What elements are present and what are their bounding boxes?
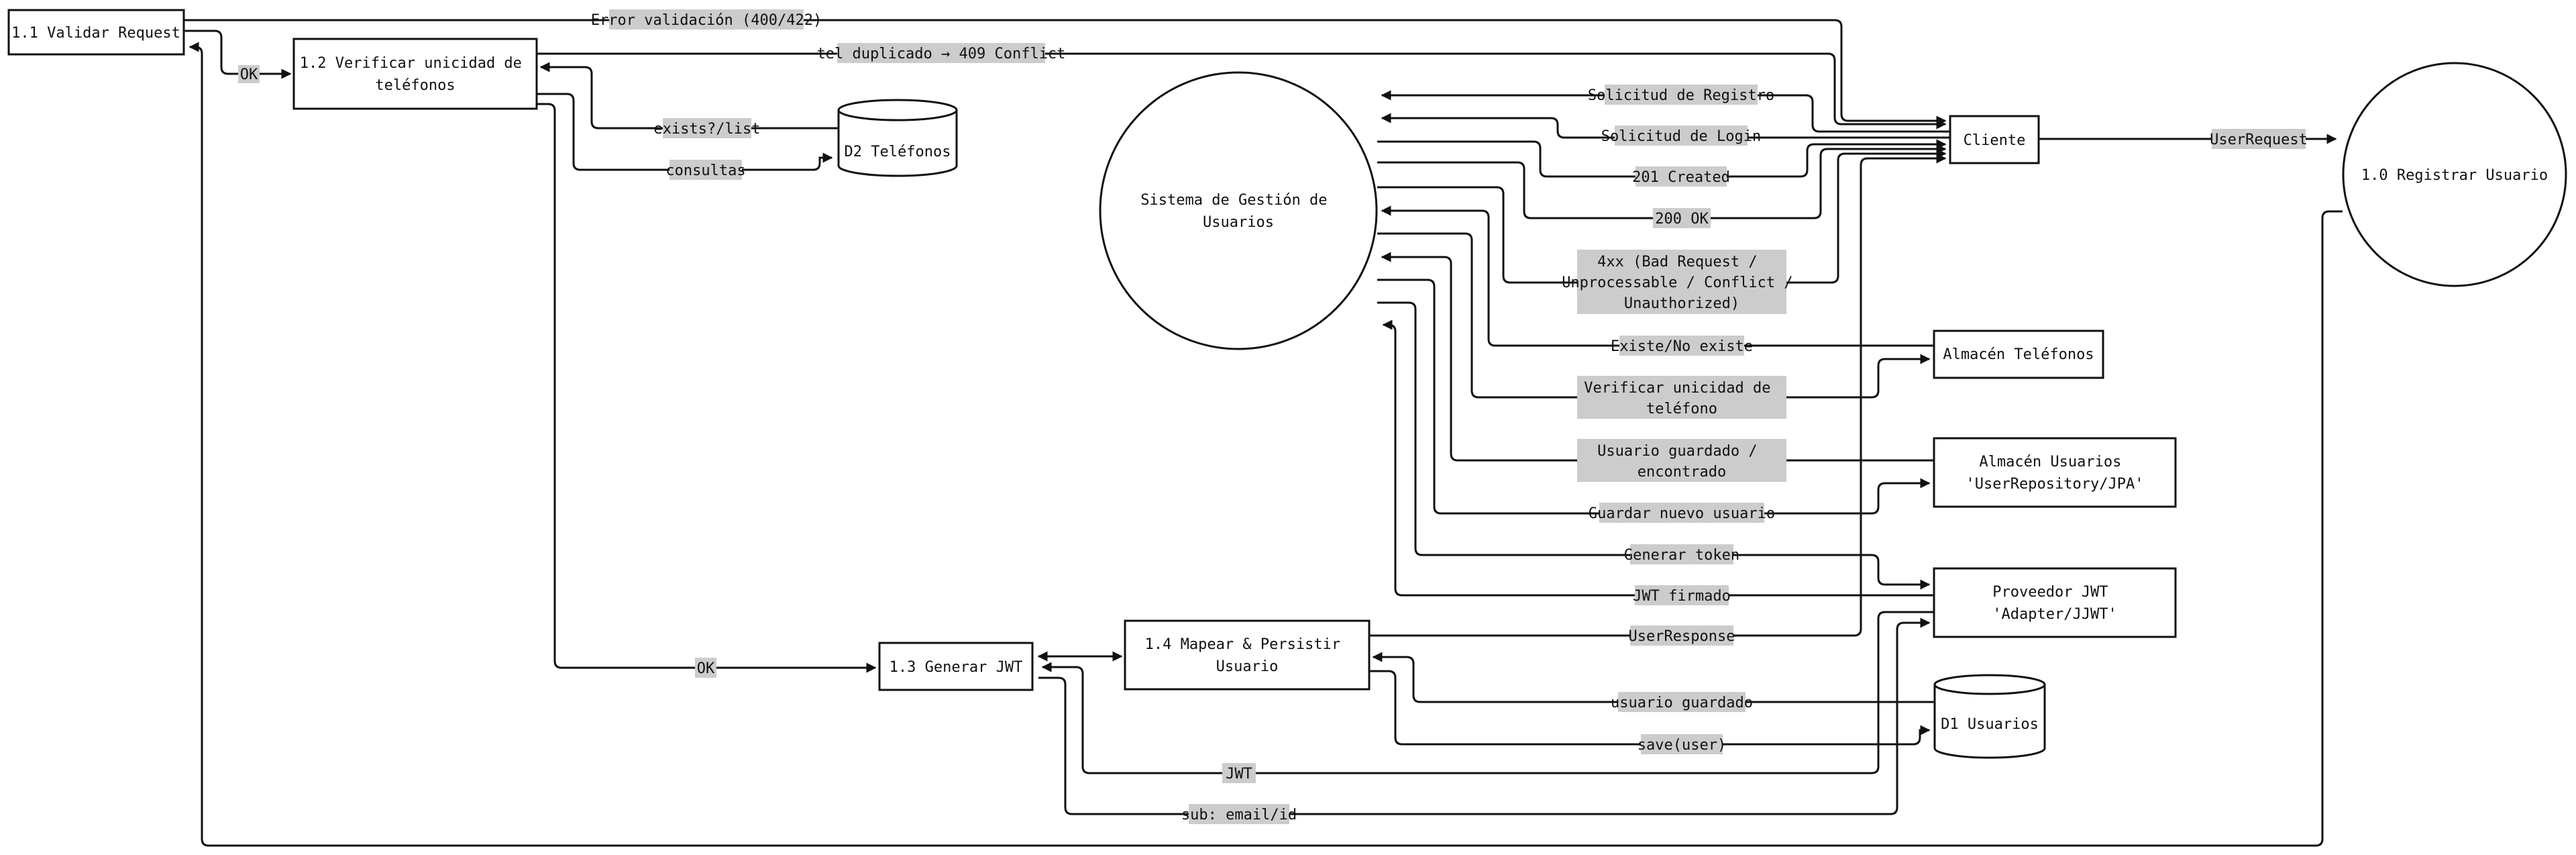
label-tel-duplicado-bg <box>837 43 1045 63</box>
edge-jwt <box>1041 611 1934 774</box>
label-user-response: UserResponse <box>1629 628 1735 645</box>
edge-user-response <box>1369 153 1947 637</box>
label-jwt: JWT <box>1226 766 1252 783</box>
label-jwt-bg <box>1222 763 1256 783</box>
node-mapear-persistir-label: 1.4 Mapear & Persistir Usuario <box>1145 636 1350 675</box>
edge-ok-verificar-generar <box>537 103 877 673</box>
label-consultas-bg <box>669 160 742 180</box>
label-guardar-nuevo: Guardar nuevo usuario <box>1589 505 1775 522</box>
node-proveedor-jwt-label: Proveedor JWT 'Adapter/JJWT' <box>1992 584 2116 623</box>
label-ok1: OK <box>240 66 258 83</box>
node-cliente-label: Cliente <box>1964 132 2026 149</box>
label-tel-duplicado: tel duplicado → 409 Conflict <box>817 46 1066 62</box>
node-sistema-gestion: Sistema de Gestión de Usuarios <box>1099 71 1378 350</box>
node-almacen-telefonos-label: Almacén Teléfonos <box>1943 346 2094 363</box>
node-almacen-usuarios: Almacén Usuarios 'UserRepository/JPA' <box>1933 437 2177 508</box>
label-ok2-bg <box>695 658 716 678</box>
label-jwt-firmado: JWT firmado <box>1633 588 1731 605</box>
label-generar-token-bg <box>1630 544 1733 564</box>
node-cliente: Cliente <box>1949 115 2040 164</box>
label-sub-bg <box>1189 804 1289 824</box>
edge-save-user <box>1369 670 1931 746</box>
label-exists: exists?/list <box>654 121 761 138</box>
label-verif-tel: Verificar unicidad de teléfono <box>1584 380 1779 417</box>
label-4xx: 4xx (Bad Request / Unprocessable / Confl… <box>1562 254 1802 312</box>
label-error-validacion-bg <box>609 9 804 30</box>
node-almacen-usuarios-label: Almacén Usuarios 'UserRepository/JPA' <box>1966 454 2144 493</box>
label-4xx-bg <box>1577 250 1786 314</box>
label-usr-guardado: Usuario guardado / encontrado <box>1597 443 1766 481</box>
node-almacen-telefonos: Almacén Teléfonos <box>1933 330 2104 379</box>
label-error-validacion: Error validación (400/422) <box>591 12 822 29</box>
node-generar-jwt: 1.3 Generar JWT <box>878 642 1034 691</box>
label-existe-bg <box>1619 336 1744 356</box>
label-ok2: OK <box>697 660 715 677</box>
node-verificar-unicidad-label: 1.2 Verificar unicidad de teléfonos <box>300 55 531 94</box>
label-user-request: UserRequest <box>2210 132 2308 148</box>
label-jwt-firmado-bg <box>1635 585 1729 605</box>
edge-usuario-guardado-encontrado <box>1381 252 1934 462</box>
label-201-bg <box>1635 166 1727 187</box>
node-sistema-gestion-label: Sistema de Gestión de Usuarios <box>1140 192 1336 231</box>
edge-exists-list <box>539 62 839 130</box>
label-existe: Existe/No existe <box>1611 338 1753 355</box>
label-usr-guardado-bg <box>1577 439 1786 482</box>
label-consultas: consultas <box>665 162 745 179</box>
label-guardar-nuevo-bg <box>1599 503 1764 523</box>
label-verif-tel-bg <box>1577 376 1786 419</box>
node-mapear-persistir: 1.4 Mapear & Persistir Usuario <box>1124 619 1371 691</box>
node-d1-usuarios: D1 Usuarios <box>1933 674 2046 759</box>
edge-tel-duplicado <box>537 52 1947 130</box>
edge-sub-email-id <box>1038 617 1931 815</box>
label-user-request-bg <box>2212 129 2306 149</box>
label-200: 200 OK <box>1655 211 1709 228</box>
edge-solicitud-registro <box>1381 90 1950 133</box>
node-generar-jwt-label: 1.3 Generar JWT <box>890 659 1023 676</box>
label-201: 201 Created <box>1632 169 1730 186</box>
edge-error-validacion <box>184 19 1947 126</box>
label-user-response-bg <box>1630 625 1733 646</box>
label-exists-bg <box>663 118 751 138</box>
node-validar-request-label: 1.1 Validar Request <box>11 25 180 42</box>
label-200-bg <box>1653 208 1711 228</box>
label-usuario-guardado: usuario guardado <box>1611 695 1753 711</box>
label-sub: sub: email/id <box>1181 807 1297 823</box>
edge-consultas <box>537 93 833 171</box>
edge-jwt-firmado <box>1382 319 1934 597</box>
edge-ok-validar-verificar <box>184 30 292 79</box>
edge-registrar-validar <box>189 42 2343 847</box>
label-usuario-guardado-bg <box>1618 692 1746 712</box>
node-d2-telefonos-label: D2 Teléfonos <box>845 144 951 160</box>
node-d2-telefonos: D2 Teléfonos <box>837 99 958 177</box>
label-ok1-bg <box>238 65 260 83</box>
node-proveedor-jwt: Proveedor JWT 'Adapter/JJWT' <box>1933 567 2177 638</box>
edge-solicitud-login <box>1381 113 1950 139</box>
node-registrar-usuario-label: 1.0 Registrar Usuario <box>2361 167 2548 184</box>
label-sol-registro-bg <box>1605 85 1758 105</box>
node-registrar-usuario: 1.0 Registrar Usuario <box>2342 62 2567 287</box>
label-sol-login: Solicitud de Login <box>1601 128 1761 145</box>
label-save-user-bg <box>1641 734 1723 754</box>
edge-existe-no-existe <box>1381 205 1934 347</box>
label-save-user: save(user) <box>1638 737 1726 754</box>
label-sol-registro: Solicitud de Registro <box>1588 87 1774 104</box>
node-verificar-unicidad: 1.2 Verificar unicidad de teléfonos <box>292 38 538 110</box>
label-sol-login-bg <box>1615 125 1748 146</box>
edge-usuario-guardado <box>1372 652 1935 703</box>
label-generar-token: Generar token <box>1624 547 1739 564</box>
node-validar-request: 1.1 Validar Request <box>7 9 185 56</box>
node-d1-usuarios-label: D1 Usuarios <box>1941 716 2039 733</box>
